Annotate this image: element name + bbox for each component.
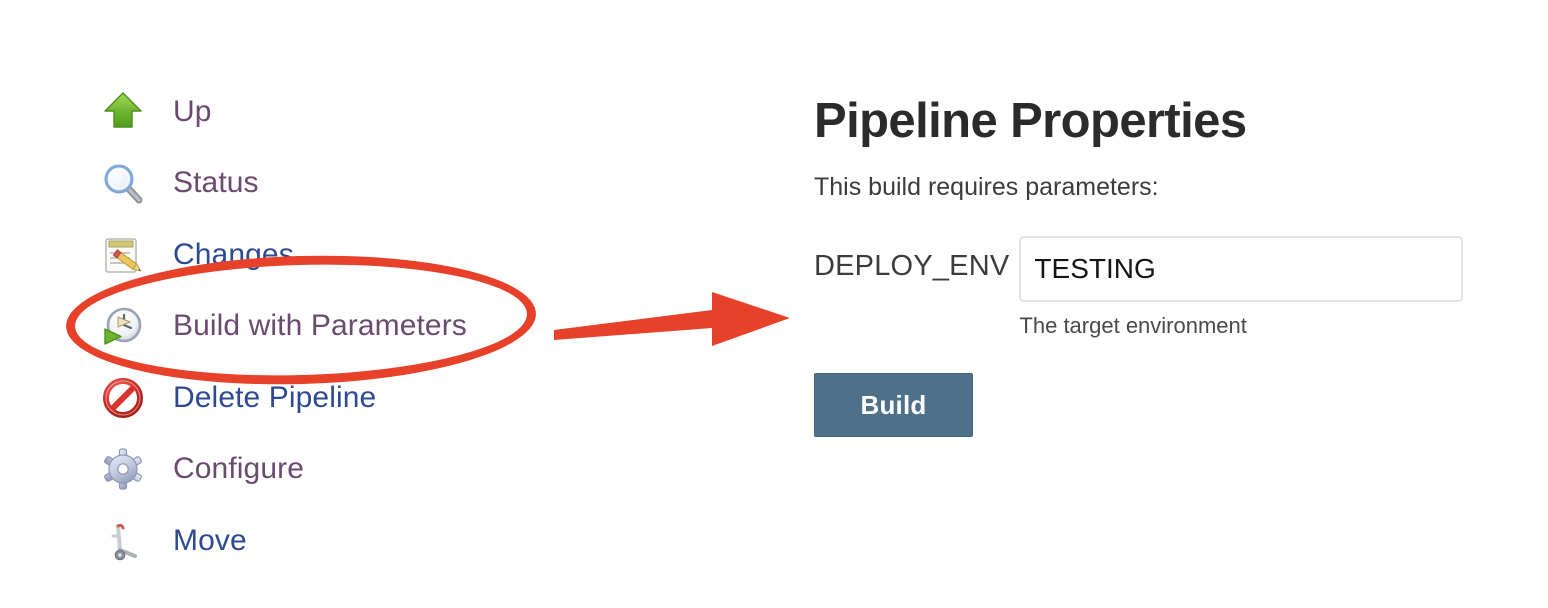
sidebar-item-up[interactable]: Up <box>100 76 570 148</box>
pipeline-properties-panel: Pipeline Properties This build requires … <box>814 94 1514 438</box>
sidebar-item-changes[interactable]: Changes <box>100 219 570 291</box>
sidebar-item-build-with-parameters[interactable]: Build with Parameters <box>100 291 570 363</box>
page-title: Pipeline Properties <box>814 94 1247 148</box>
parameters-required-note: This build requires parameters: <box>814 173 1159 202</box>
sidebar-item-configure[interactable]: Configure <box>100 434 570 506</box>
sidebar-item-label: Move <box>173 523 247 557</box>
build-button[interactable]: Build <box>814 373 973 438</box>
annotation-arrow-icon <box>552 272 797 364</box>
sidebar-item-label: Changes <box>173 237 294 271</box>
sidebar-item-label: Status <box>173 166 259 200</box>
green-up-arrow-icon <box>100 89 146 135</box>
sidebar-item-label: Up <box>173 94 212 128</box>
sidebar-item-delete-pipeline[interactable]: Delete Pipeline <box>100 362 570 434</box>
side-menu: Up Status <box>100 76 570 577</box>
sidebar-item-status[interactable]: Status <box>100 148 570 220</box>
notepad-pencil-icon <box>100 232 146 278</box>
parameter-description: The target environment <box>1019 313 1247 339</box>
parameter-row: DEPLOY_ENV The target environment <box>814 236 1514 337</box>
sidebar-item-label: Build with Parameters <box>173 309 467 343</box>
deploy-env-input[interactable] <box>1019 236 1464 303</box>
no-entry-icon <box>100 375 146 421</box>
sidebar-item-move[interactable]: Move <box>100 505 570 577</box>
magnifier-icon <box>100 160 146 206</box>
gear-icon <box>100 446 146 492</box>
parameter-name-label: DEPLOY_ENV <box>814 250 1010 283</box>
clock-play-icon <box>100 303 146 349</box>
sidebar-item-label: Configure <box>173 452 304 486</box>
parameter-field-wrapper: The target environment <box>1019 236 1464 339</box>
hand-truck-icon <box>100 518 146 564</box>
sidebar-item-label: Delete Pipeline <box>173 380 377 414</box>
